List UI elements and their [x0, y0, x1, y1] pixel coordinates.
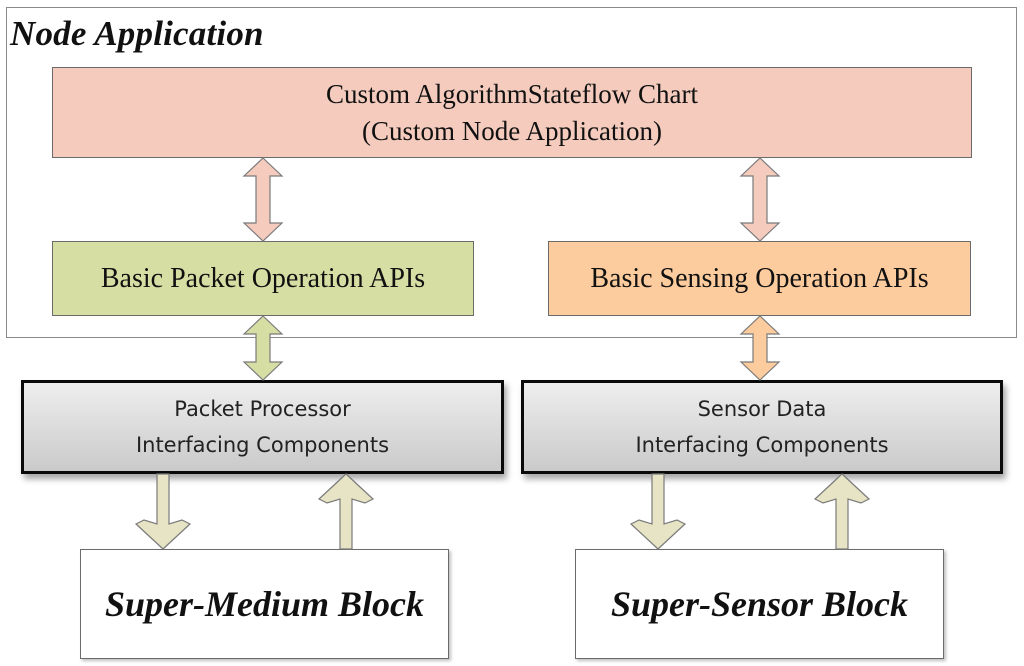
packet-api-box: Basic Packet Operation APIs: [52, 241, 474, 316]
sensor-data-box: Sensor Data Interfacing Components: [521, 380, 1003, 474]
custom-stateflow-chart-box: Custom AlgorithmStateflow Chart (Custom …: [52, 67, 972, 158]
node-application-title: Node Application: [10, 14, 264, 53]
custom-chart-line2: (Custom Node Application): [362, 115, 662, 146]
packet-processor-line1: Packet Processor: [174, 397, 351, 421]
super-medium-block: Super-Medium Block: [80, 549, 449, 659]
sensor-data-line2: Interfacing Components: [635, 433, 889, 457]
arrow-medium-block-to-packet-processor-icon: [317, 473, 375, 550]
arrow-sensor-block-to-sensor-data-icon: [813, 473, 871, 550]
packet-processor-box: Packet Processor Interfacing Components: [21, 380, 504, 474]
arrow-sensor-data-to-sensor-block-icon: [629, 473, 687, 550]
super-sensor-block: Super-Sensor Block: [575, 549, 944, 659]
packet-processor-line2: Interfacing Components: [135, 433, 390, 457]
arrow-packet-processor-to-medium-block-icon: [134, 473, 192, 550]
super-sensor-block-label: Super-Sensor Block: [610, 584, 909, 624]
custom-chart-line1: Custom AlgorithmStateflow Chart: [326, 78, 698, 109]
sensor-data-line1: Sensor Data: [697, 397, 827, 421]
sensing-api-label: Basic Sensing Operation APIs: [590, 262, 929, 294]
super-medium-block-label: Super-Medium Block: [104, 584, 425, 624]
packet-api-label: Basic Packet Operation APIs: [100, 262, 426, 294]
sensing-api-box: Basic Sensing Operation APIs: [548, 241, 971, 316]
